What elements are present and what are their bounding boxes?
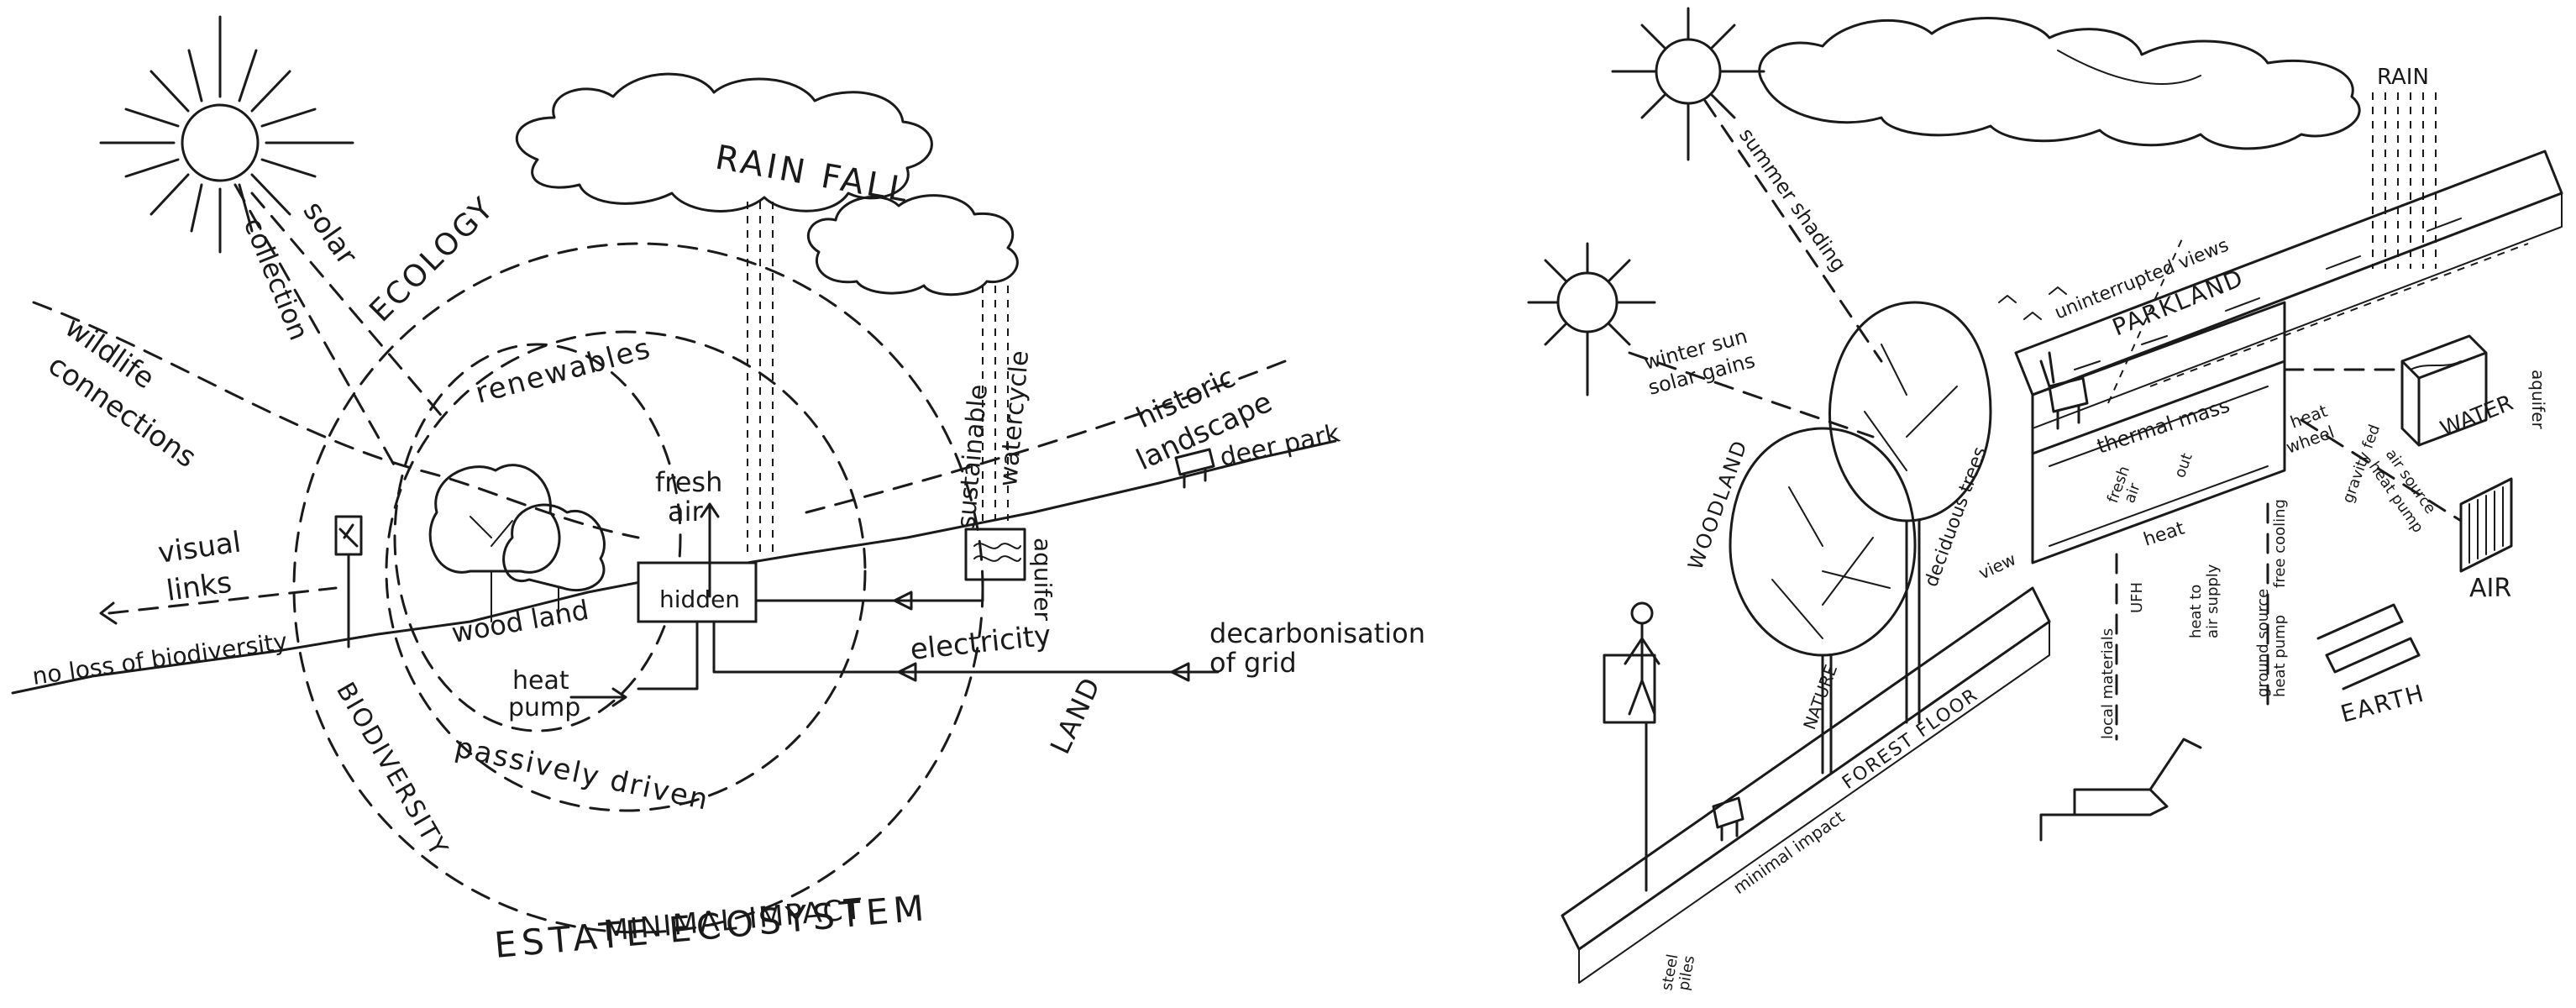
water-label: WATER bbox=[2437, 391, 2516, 443]
birds bbox=[1998, 286, 2067, 320]
deciduous-tree bbox=[1828, 301, 1992, 724]
air-big-label: AIR bbox=[2469, 574, 2511, 603]
woodland-tree bbox=[1729, 427, 1917, 774]
of-grid-label: of grid bbox=[1209, 647, 1297, 679]
water-tank bbox=[2400, 334, 2488, 447]
winter-sun-icon bbox=[1527, 242, 1656, 396]
summer-ray bbox=[1703, 99, 1883, 363]
woodland-label: wood land bbox=[449, 594, 591, 649]
aquifer-label: aquifer bbox=[1029, 538, 1057, 622]
fawn-icon bbox=[1712, 796, 1744, 842]
hidden-label: hidden bbox=[659, 585, 740, 613]
deer-icon bbox=[2039, 351, 2089, 430]
view-lines bbox=[2107, 234, 2529, 404]
passive-circle bbox=[385, 330, 867, 812]
heat-inside-label: heat bbox=[2141, 517, 2187, 550]
rain-label: RAIN bbox=[2377, 65, 2429, 90]
forest-floor-label: FOREST FLOOR bbox=[1839, 685, 1982, 794]
building-section-diagram: RAIN summer shading winter sun solar gai… bbox=[1527, 7, 2563, 992]
deer-icon bbox=[1174, 448, 1215, 489]
minimal-impact-label: minimal impact bbox=[1729, 806, 1848, 898]
no-loss-label: no loss of biodiversity bbox=[30, 627, 289, 690]
building-box bbox=[2031, 301, 2286, 741]
summer-shading-label: summer shading bbox=[1734, 123, 1851, 276]
heat-to-label: heat to bbox=[2187, 585, 2205, 638]
historic-curve bbox=[805, 360, 1287, 514]
rain-cloud bbox=[515, 72, 933, 213]
local-materials-label: local materials bbox=[2099, 628, 2117, 739]
sun-icon bbox=[99, 15, 354, 254]
excavator-icon bbox=[2039, 738, 2202, 842]
view-label: view bbox=[1975, 549, 2019, 583]
air-source-unit bbox=[2459, 477, 2513, 573]
right-cloud bbox=[1758, 17, 2361, 150]
air-supply-label: air supply bbox=[2204, 564, 2222, 638]
fresh-label: fresh bbox=[655, 466, 722, 498]
grass-marks bbox=[2074, 218, 2462, 370]
person-icon bbox=[334, 515, 363, 648]
cloud-detail bbox=[2057, 50, 2201, 85]
rainfall-label: RAIN FALL bbox=[712, 139, 914, 211]
hidden-house bbox=[569, 502, 1220, 707]
ground-source-label: ground source bbox=[2254, 589, 2272, 697]
solar-label: solar bbox=[296, 195, 364, 271]
free-cooling-label: free cooling bbox=[2271, 499, 2289, 588]
out-label: out bbox=[2171, 451, 2196, 480]
renewables-loop bbox=[393, 343, 682, 732]
watercycle-label: watercycle bbox=[994, 349, 1035, 488]
solar-arrow bbox=[233, 183, 396, 468]
estate-ecosystem-diagram: RAIN FALL ECOLOGY solar collection renew… bbox=[11, 15, 1425, 966]
visual-label: visual bbox=[156, 526, 244, 570]
visual-links-line bbox=[108, 586, 338, 615]
nature-label: NATURE bbox=[1799, 662, 1841, 732]
right-rain bbox=[2372, 92, 2437, 269]
ufh-label: UFH bbox=[2128, 582, 2146, 613]
heat-label: heat bbox=[512, 666, 569, 696]
renewables-label: renewables bbox=[472, 331, 655, 410]
solar-arrow-2 bbox=[250, 192, 447, 422]
collection-label: collection bbox=[238, 213, 316, 345]
aquifer-right-label: aquifer bbox=[2528, 370, 2548, 430]
ground-coil bbox=[2316, 603, 2421, 690]
forest-floor-strip bbox=[1561, 586, 2051, 951]
biodiversity-label: BIODIVERSITY bbox=[330, 678, 454, 863]
heat-pump-ground-label: heat pump bbox=[2271, 615, 2289, 697]
decarbonisation-label: decarbonisation bbox=[1209, 617, 1425, 649]
winter-ray bbox=[1628, 351, 1875, 438]
summer-sun-icon bbox=[1611, 7, 1765, 161]
parkland-strip bbox=[2014, 150, 2563, 396]
passively-driven-label: passively driven bbox=[452, 731, 712, 817]
woodland-trees bbox=[428, 464, 606, 622]
ecology-label: ECOLOGY bbox=[363, 190, 501, 328]
service-lines bbox=[2283, 368, 2463, 522]
person-icon bbox=[1603, 601, 1660, 892]
pump-label: pump bbox=[508, 693, 580, 722]
air-label: air bbox=[668, 496, 704, 528]
woodland-right-label: WOODLAND bbox=[1683, 437, 1752, 574]
small-cloud bbox=[807, 194, 1019, 297]
thermal-mass-label: thermal mass bbox=[2094, 393, 2232, 458]
links-label: links bbox=[165, 565, 234, 607]
electricity-label: electricity bbox=[909, 619, 1053, 667]
land-label: LAND bbox=[1044, 671, 1107, 759]
estate-ecosystem-title: ESTATE ECOSYSTEM bbox=[493, 887, 931, 966]
sustainable-label: sustainable bbox=[952, 383, 994, 529]
arrow-head bbox=[99, 601, 118, 625]
